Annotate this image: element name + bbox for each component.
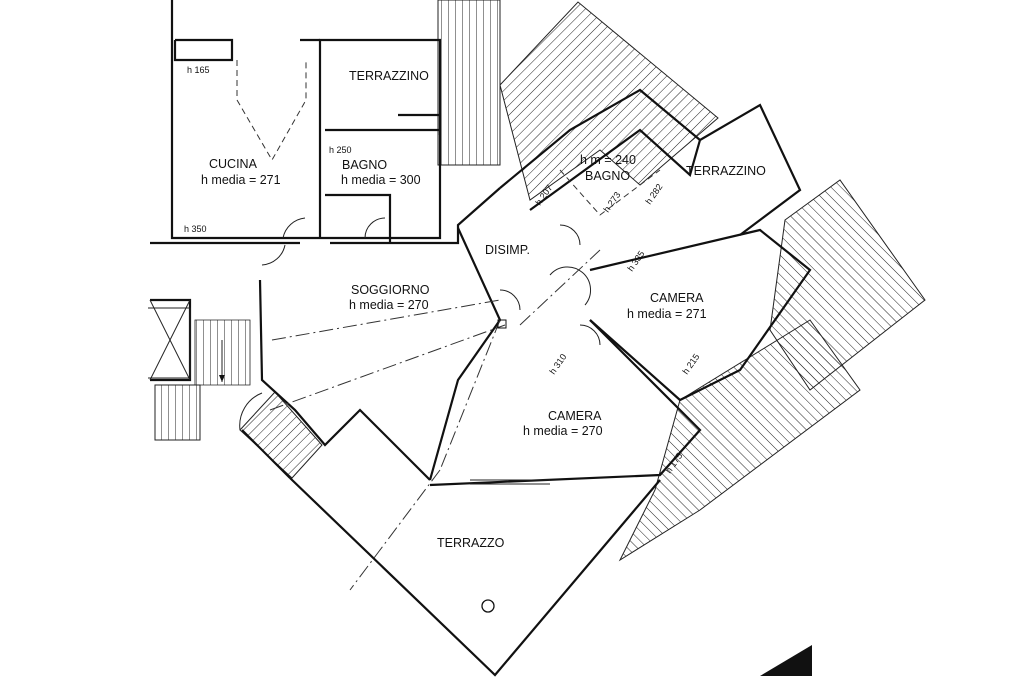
height-mark-282: h 282 [643, 182, 664, 206]
cucina-height-label: h media = 271 [201, 173, 281, 187]
camera-right-label: CAMERA [650, 291, 704, 305]
camera-bottom-height-label: h media = 270 [523, 424, 603, 438]
cucina-label: CUCINA [209, 157, 258, 171]
height-mark-350: h 350 [184, 224, 207, 234]
disimp-label: DISIMP. [485, 243, 530, 257]
height-mark-273: h 273 [601, 190, 622, 214]
terrazzo-label: TERRAZZO [437, 536, 505, 550]
height-mark-310: h 310 [547, 352, 568, 376]
height-mark-165: h 165 [187, 65, 210, 75]
bagno-right-hm-label: h m = 240 [580, 153, 636, 167]
guide-lines [236, 60, 661, 591]
north-marker [760, 645, 812, 676]
soggiorno-label: SOGGIORNO [351, 283, 430, 297]
height-mark-215: h 215 [680, 352, 701, 376]
terrazzino-right-label: TERRAZZINO [686, 164, 766, 178]
door-swings [239, 217, 601, 613]
bagno-left-height-label: h media = 300 [341, 173, 421, 187]
bagno-left-label: BAGNO [342, 158, 387, 172]
room-labels: TERRAZZINO CUCINA h media = 271 BAGNO h … [201, 69, 766, 550]
terrazzino-left-label: TERRAZZINO [349, 69, 429, 83]
walls [148, 0, 812, 677]
soggiorno-height-label: h media = 270 [349, 298, 429, 312]
height-mark-250: h 250 [329, 145, 352, 155]
roof-hatching [154, 0, 926, 562]
bagno-right-label: BAGNO [585, 169, 630, 183]
camera-bottom-label: CAMERA [548, 409, 602, 423]
camera-right-height-label: h media = 271 [627, 307, 707, 321]
